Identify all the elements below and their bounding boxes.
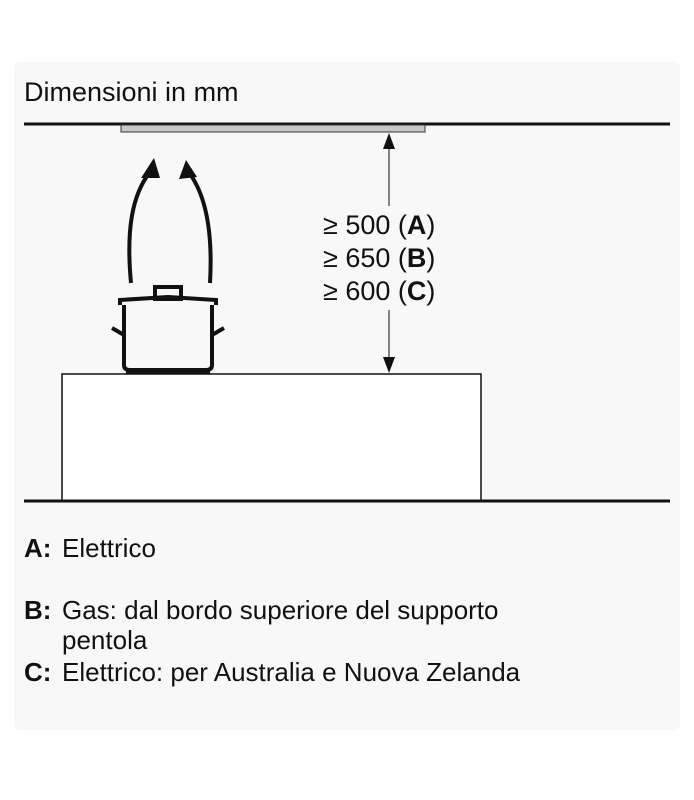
legend-key: A: (24, 533, 52, 563)
dimension-c: ≥ 600 (C) (323, 276, 435, 306)
legend-key: C: (24, 657, 52, 687)
legend-line: Gas: dal bordo superiore del supporto (62, 595, 499, 625)
diagram-title: Dimensioni in mm (24, 77, 239, 107)
legend-item-a: A: Elettrico (24, 533, 156, 563)
cooktop-counter (61, 373, 482, 502)
legend-text: Elettrico: per Australia e Nuova Zelanda (62, 657, 521, 687)
cooking-pot-icon (110, 285, 226, 374)
legend-item-c: C: Elettrico: per Australia e Nuova Zelan… (24, 657, 520, 687)
legend-text: Elettrico (62, 533, 156, 563)
dimension-b: ≥ 650 (B) (323, 243, 435, 273)
dimension-arrow (383, 133, 395, 373)
dimension-a: ≥ 500 (A) (323, 210, 435, 240)
legend-line: pentola (62, 625, 148, 655)
hood-panel (120, 124, 426, 133)
legend-key: B: (24, 595, 52, 625)
steam-arrows-icon (127, 158, 213, 284)
